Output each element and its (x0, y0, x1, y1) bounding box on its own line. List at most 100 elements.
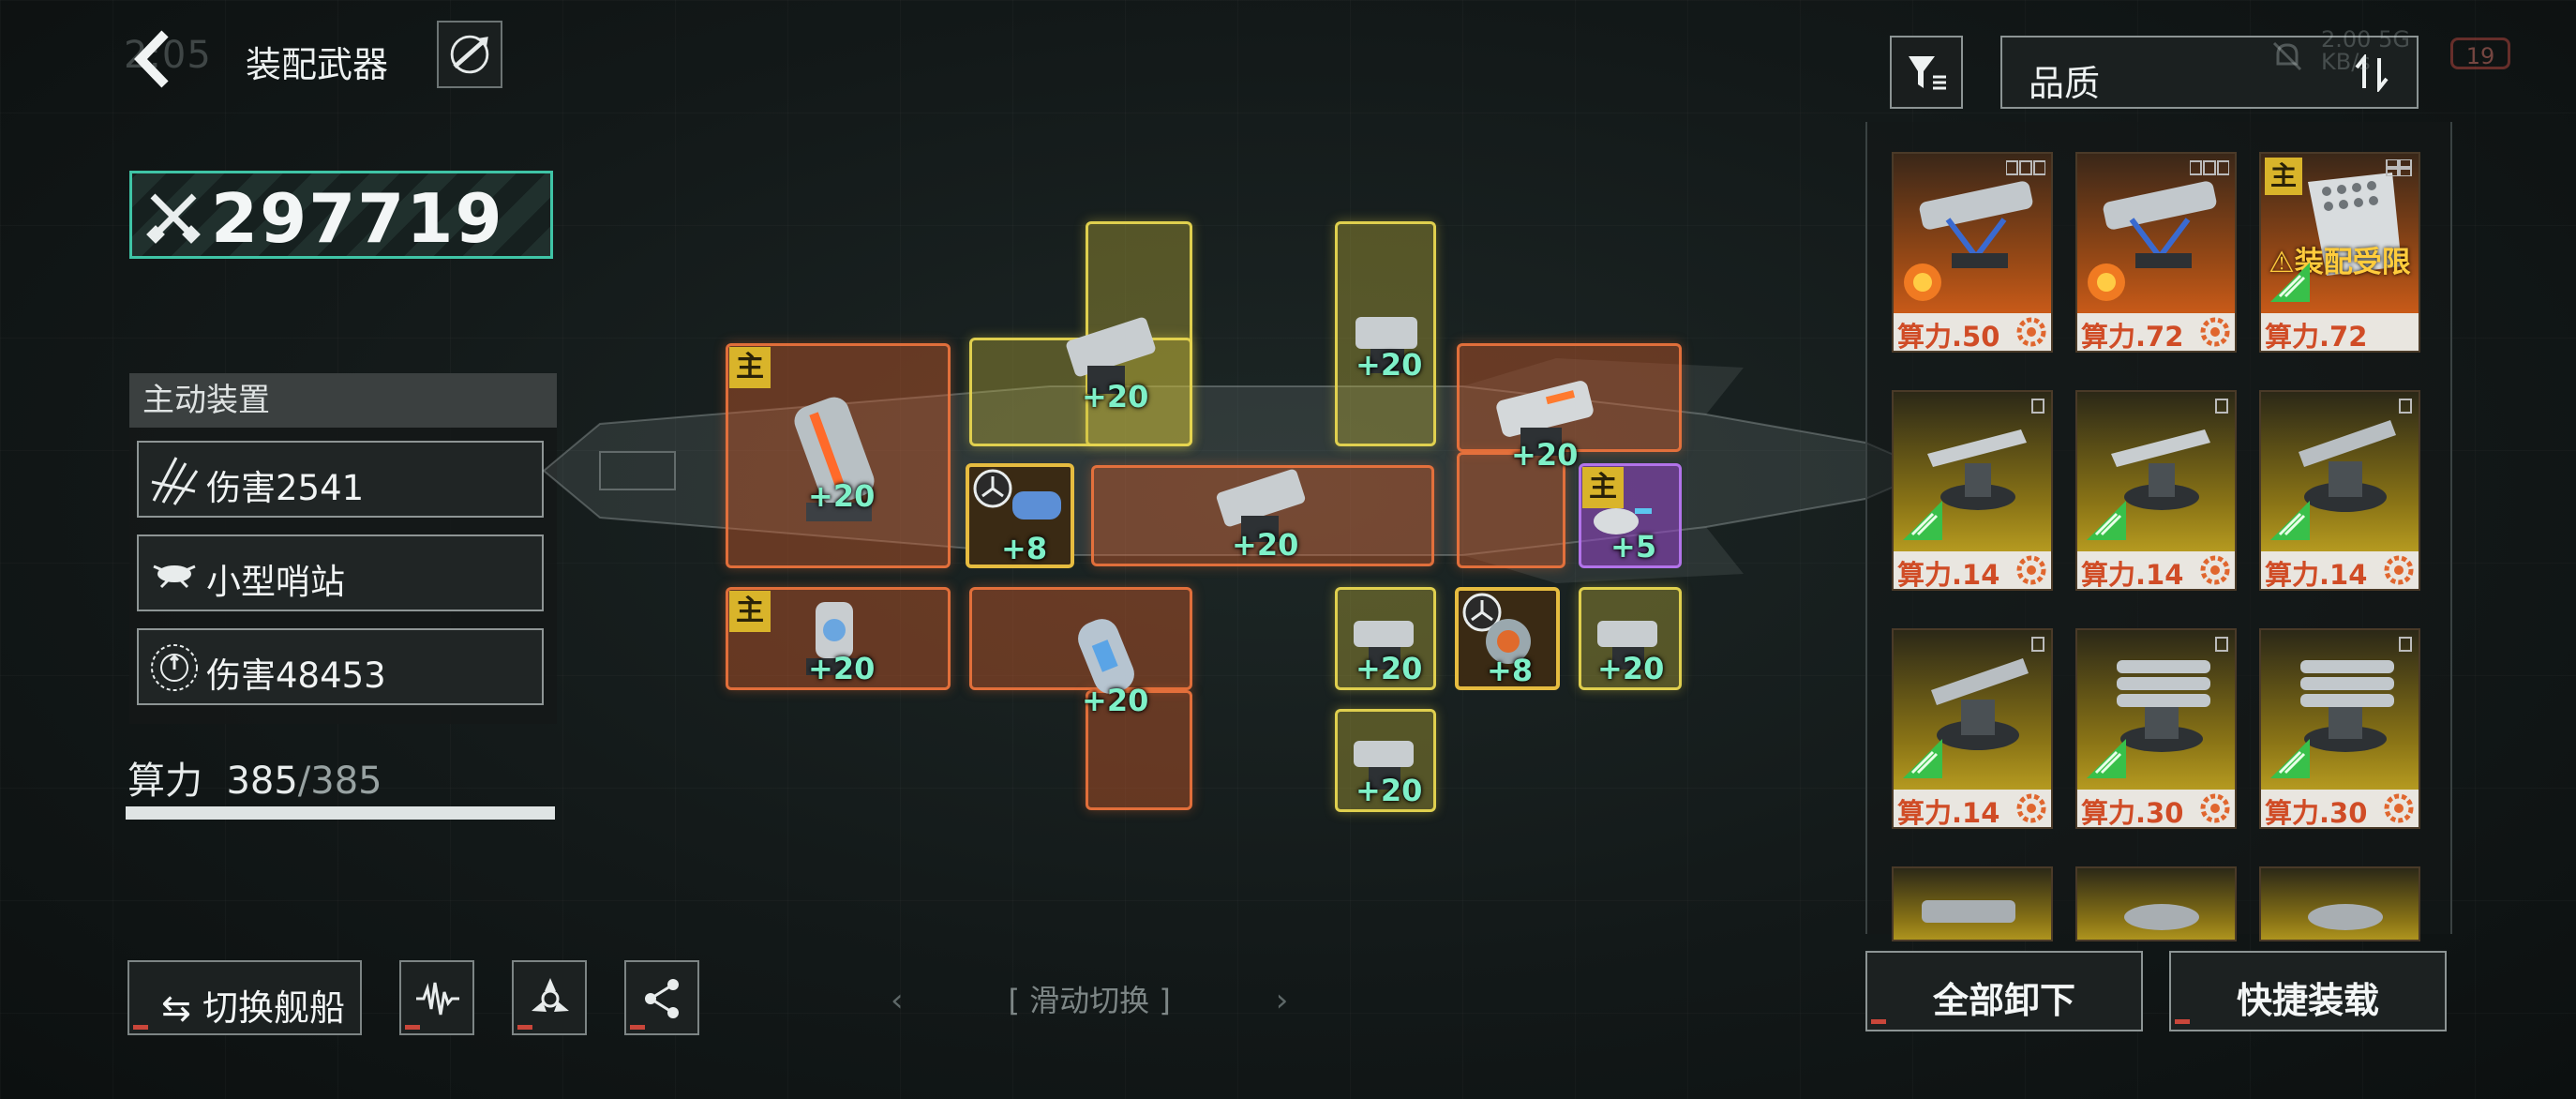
weapon-compute-cost: 算力.14 (2265, 559, 2368, 591)
turret-weapon-icon (2111, 429, 2210, 510)
weapon-card[interactable]: 算力.30 (2259, 628, 2420, 829)
main-weapon-tag: 主 (729, 591, 771, 632)
weapon-slot[interactable] (1457, 452, 1565, 568)
swipe-switch-hint[interactable]: ‹ [ 滑动切换 ] › (891, 982, 1289, 1019)
gear-icon (2016, 793, 2046, 823)
weapon-compute-cost: 算力.14 (1897, 797, 2000, 829)
weapon-card-art (2077, 868, 2235, 940)
compute-capacity-label: 算力 385/385 (127, 750, 382, 805)
unload-all-button[interactable]: 全部卸下 (1865, 951, 2143, 1031)
quick-equip-button[interactable]: 快捷装载 (2169, 951, 2447, 1031)
radar-target-icon (151, 644, 198, 691)
capsule-module-icon (1012, 491, 1061, 519)
launcher-weapon-icon (1922, 900, 2015, 923)
slot-bonus: +8 (1001, 531, 1048, 566)
active-device-item[interactable]: 伤害2541 (137, 441, 544, 518)
compute-used: 385 (226, 760, 298, 803)
gear-icon (2016, 317, 2046, 347)
weapon-card-art (1894, 868, 2051, 940)
switch-ship-button[interactable]: ⇆ 切换舰船 (127, 960, 362, 1035)
drone-weapon-icon (1594, 508, 1652, 534)
combat-power-value: 297719 (211, 179, 504, 258)
mount-size-icon (2031, 637, 2044, 652)
orb-module-icon (1486, 619, 1531, 664)
switch-ship-text: 切换舰船 (202, 987, 345, 1029)
slot-bonus: +8 (1487, 653, 1534, 688)
weapon-card[interactable]: 算力.14 (2259, 390, 2420, 591)
button-corner-mark (630, 1025, 645, 1030)
mount-size-icon (2399, 399, 2412, 414)
mount-size-icon (2386, 159, 2412, 176)
equip-restricted-warning: ⚠装配受限 (2269, 238, 2411, 280)
weapon-card[interactable] (2075, 866, 2237, 941)
back-chevron-icon[interactable] (129, 26, 176, 92)
slot-bonus: +5 (1610, 529, 1657, 565)
weapon-card-footer: 算力.72 (2261, 313, 2419, 351)
drone-outpost-icon (153, 565, 196, 589)
weapon-compute-cost: 算力.30 (2081, 797, 2184, 829)
cannon-weapon-icon (794, 397, 875, 521)
formation-button[interactable] (512, 960, 587, 1035)
weapon-card-footer: 算力.14 (2077, 551, 2235, 589)
weapon-slot[interactable] (1457, 343, 1682, 452)
weapon-card-footer: 算力.50 (1894, 313, 2051, 351)
compute-label-text: 算力 (127, 760, 202, 803)
weapon-card[interactable]: 算力.14 (1892, 628, 2053, 829)
weapon-card[interactable]: 算力.30 (2075, 628, 2237, 829)
quality-sort-label: 品质 (2029, 63, 2101, 104)
gatling-weapon-icon (1216, 469, 1306, 542)
slot-bonus: +20 (1597, 651, 1665, 686)
weapon-slot[interactable] (1086, 690, 1192, 810)
button-corner-mark (2175, 1019, 2190, 1024)
weapon-card-footer: 算力.72 (2077, 313, 2235, 351)
crossed-swords-icon (146, 193, 201, 244)
gear-icon (2384, 555, 2414, 585)
swap-arrows-icon: ⇆ (161, 987, 191, 1029)
combat-power-display: 297719 (129, 171, 553, 259)
active-device-item[interactable]: 小型哨站 (137, 534, 544, 611)
shield-module-icon (1462, 593, 1502, 632)
rocket-icon (450, 35, 489, 74)
active-device-label: 伤害2541 (206, 468, 365, 508)
filter-icon (1909, 56, 1946, 90)
weapon-card[interactable] (1892, 866, 2053, 941)
fire-type-icon (2088, 263, 2125, 301)
weapon-slot[interactable] (969, 587, 1192, 690)
slot-bonus: +20 (808, 478, 876, 514)
gatling-weapon-icon (2300, 660, 2394, 752)
shield-module-icon (973, 469, 1012, 508)
equip-restricted-label: 装配受限 (2294, 246, 2411, 279)
tri-blade-icon (532, 978, 569, 1012)
waveform-button[interactable] (399, 960, 474, 1035)
swipe-switch-label: 滑动切换 (1029, 983, 1150, 1018)
ship-view-button[interactable] (437, 21, 502, 88)
weapon-card[interactable]: 算力.72 (2075, 152, 2237, 353)
weapon-card-footer: 算力.14 (2261, 551, 2419, 589)
slot-bonus: +20 (1082, 379, 1149, 414)
button-corner-mark (1871, 1019, 1886, 1024)
active-device-label: 小型哨站 (206, 562, 345, 602)
slot-bonus: +20 (1355, 651, 1423, 686)
share-button[interactable] (624, 960, 699, 1035)
share-icon (645, 979, 679, 1018)
weapon-card[interactable]: 算力.14 (2075, 390, 2237, 591)
weapon-card-footer: 算力.14 (1894, 790, 2051, 827)
turret-weapon-icon (1597, 621, 1657, 670)
waveform-icon (416, 982, 459, 1016)
fire-type-icon (1904, 263, 1941, 301)
weapon-compute-cost: 算力.30 (2265, 797, 2368, 829)
weapon-card-footer: 算力.30 (2077, 790, 2235, 827)
swipe-right-icon: › (1275, 982, 1289, 1019)
swipe-left-icon: ‹ (891, 982, 904, 1019)
slot-bonus: +20 (1511, 437, 1579, 473)
turret-weapon-icon (1355, 317, 1417, 373)
weapon-card[interactable]: 算力.50 (1892, 152, 2053, 353)
weapon-card[interactable]: 主 ⚠装配受限 算力.72 (2259, 152, 2420, 353)
weapon-card[interactable]: 算力.14 (1892, 390, 2053, 591)
unload-all-label: 全部卸下 (1932, 980, 2075, 1021)
quality-sort-select[interactable]: 品质 (2000, 36, 2419, 109)
filter-button[interactable] (1890, 36, 1963, 109)
weapon-card[interactable] (2259, 866, 2420, 941)
active-device-label: 伤害48453 (206, 655, 386, 696)
active-device-item[interactable]: 伤害48453 (137, 628, 544, 705)
